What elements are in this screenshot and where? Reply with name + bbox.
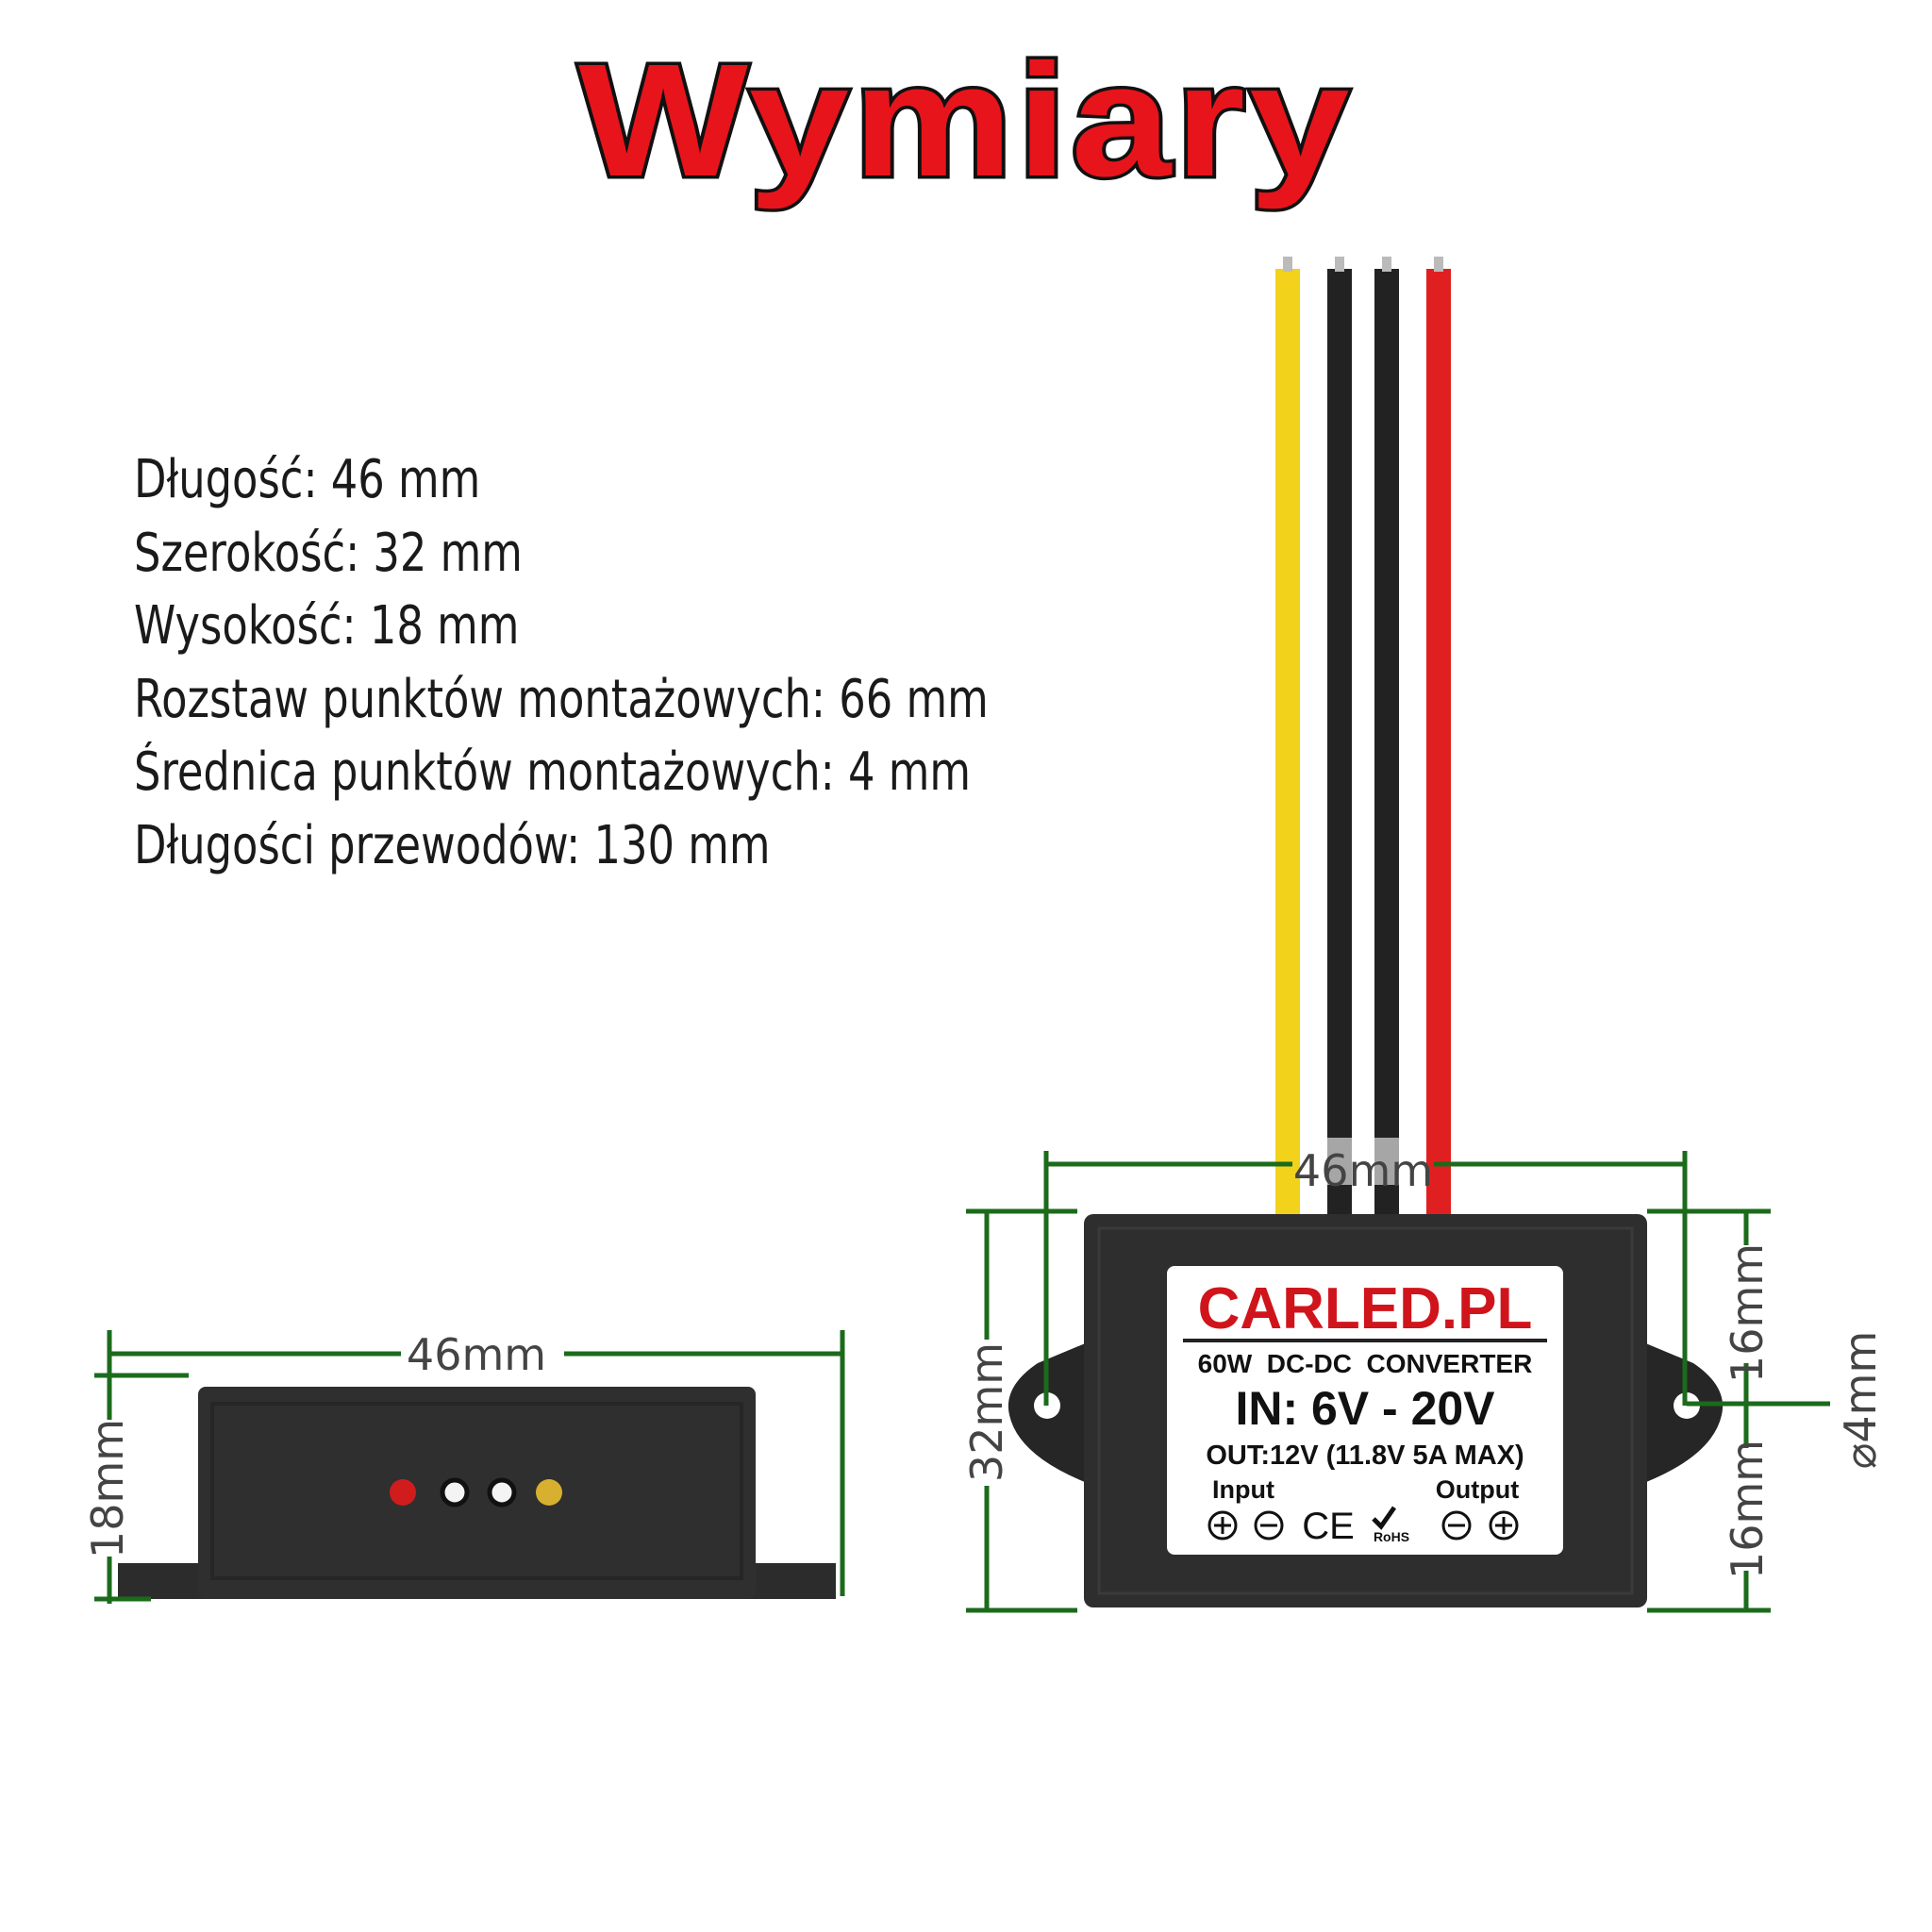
wire-black bbox=[1374, 269, 1399, 1217]
upper-half-label: 16mm bbox=[1722, 1243, 1773, 1383]
plus-icon bbox=[1208, 1510, 1238, 1541]
side-height-label: 18mm bbox=[82, 1419, 133, 1558]
spec-height: Wysokość: 18 mm bbox=[134, 595, 520, 657]
spec-mount-diameter: Średnica punktów montażowych: 4 mm bbox=[134, 741, 971, 803]
label-line2: IN: 6V - 20V bbox=[1235, 1382, 1495, 1435]
brand-text: CARLED.PL bbox=[1198, 1276, 1533, 1341]
label-line1: 60W DC-DC CONVERTER bbox=[1198, 1349, 1533, 1378]
lower-half-label: 16mm bbox=[1722, 1440, 1773, 1579]
page-title: Wymiary bbox=[575, 28, 1354, 214]
label-input: Input bbox=[1212, 1475, 1274, 1504]
plus-icon bbox=[1489, 1510, 1519, 1541]
hole-diameter-label: ⌀4mm bbox=[1835, 1331, 1886, 1470]
wire-red bbox=[1426, 269, 1451, 1217]
product-label bbox=[1167, 1266, 1563, 1555]
wire-yellow bbox=[1275, 269, 1300, 1217]
label-line3: OUT:12V (11.8V 5A MAX) bbox=[1206, 1441, 1524, 1471]
spec-mount-spacing: Rozstaw punktów montażowych: 66 mm bbox=[134, 668, 989, 730]
wire-black bbox=[1327, 269, 1352, 1217]
front-height-label: 32mm bbox=[961, 1342, 1012, 1482]
front-width-label: 46mm bbox=[1293, 1145, 1433, 1196]
side-view: 46mm 18mm bbox=[82, 1329, 845, 1604]
front-view: CARLED.PL 60W DC-DC CONVERTER IN: 6V - 2… bbox=[961, 257, 1886, 1613]
minus-icon bbox=[1441, 1510, 1472, 1541]
ce-mark: CE bbox=[1302, 1506, 1355, 1547]
led-red bbox=[390, 1479, 416, 1506]
side-body bbox=[198, 1387, 756, 1599]
led-white bbox=[440, 1477, 470, 1507]
led-yellow bbox=[536, 1479, 562, 1506]
minus-icon bbox=[1254, 1510, 1284, 1541]
spec-list: Długość: 46 mm Szerokość: 32 mm Wysokość… bbox=[134, 443, 1202, 882]
rohs-mark: RoHS bbox=[1374, 1529, 1409, 1544]
spec-length: Długość: 46 mm bbox=[134, 449, 481, 510]
label-output: Output bbox=[1436, 1475, 1519, 1504]
side-width-label: 46mm bbox=[407, 1329, 546, 1380]
rohs-check-icon bbox=[1372, 1506, 1397, 1530]
spec-wire-length: Długości przewodów: 130 mm bbox=[134, 814, 771, 876]
led-white bbox=[487, 1477, 517, 1507]
spec-width: Szerokość: 32 mm bbox=[134, 522, 523, 584]
